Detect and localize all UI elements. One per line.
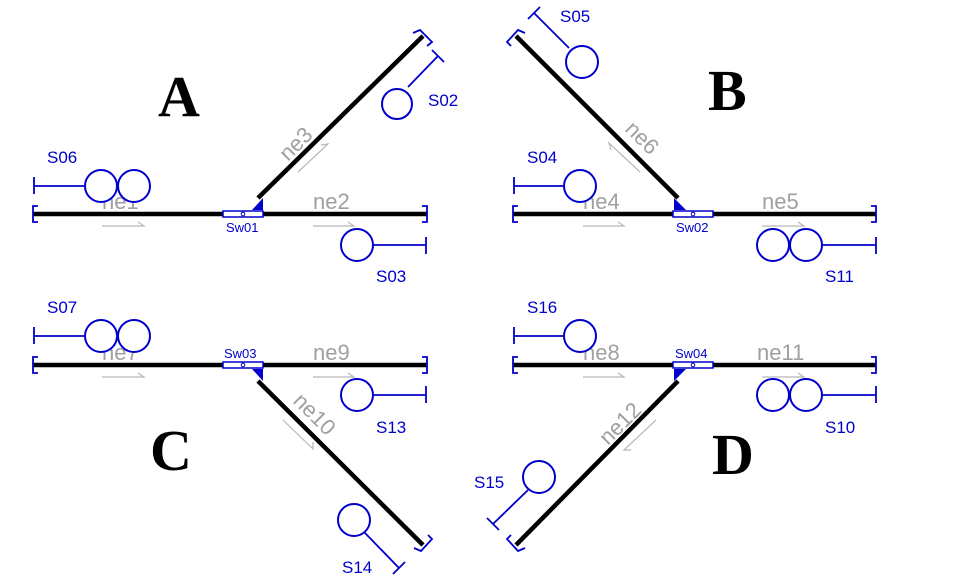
signal-s04[interactable]: S04 (513, 148, 597, 203)
track-end-bracket (422, 205, 428, 223)
track-label-ne2: ne2 (313, 189, 350, 214)
quadrant-letter-a: A (158, 64, 200, 129)
direction-arrow (102, 372, 146, 378)
switch-label: Sw02 (676, 220, 709, 235)
track-segment[interactable] (256, 379, 425, 547)
track-label-ne3: ne3 (274, 122, 318, 166)
signal-label: S06 (47, 148, 77, 167)
track-end-bracket (505, 534, 526, 553)
track-label-ne5: ne5 (762, 189, 799, 214)
track-end-bracket (505, 28, 526, 47)
direction-arrow (297, 143, 330, 173)
direction-arrow (762, 372, 806, 378)
quadrant-letter-d: D (712, 422, 754, 487)
track-segment[interactable] (256, 34, 425, 200)
quadrant-c: C Sw03 ne7 ne9 ne10 S07 (32, 298, 434, 575)
track-end-bracket (512, 205, 518, 223)
track-end-bracket (32, 205, 38, 223)
track-label-ne11: ne11 (757, 340, 804, 365)
switch-sw04[interactable]: Sw04 (672, 346, 714, 381)
signal-label: S14 (342, 558, 372, 575)
signal-label: S07 (47, 298, 77, 317)
quadrant-letter-b: B (708, 58, 747, 123)
quadrant-d: D Sw04 ne8 ne11 ne12 S16 (474, 298, 877, 553)
signal-s13[interactable]: S13 (340, 378, 427, 437)
switch-sw03[interactable]: Sw03 (222, 346, 264, 381)
signal-s11[interactable]: S11 (756, 228, 877, 286)
signal-label: S16 (527, 298, 557, 317)
signal-s10[interactable]: S10 (756, 378, 877, 437)
signal-label: S11 (825, 267, 854, 286)
direction-arrow (762, 221, 806, 227)
direction-arrow (607, 141, 641, 173)
switch-sw01[interactable]: Sw01 (222, 198, 264, 235)
signal-s05[interactable]: S05 (527, 6, 599, 79)
direction-arrow (102, 221, 146, 227)
switch-label: Sw03 (224, 346, 257, 361)
track-label-ne9: ne9 (313, 340, 350, 365)
signal-label: S15 (474, 473, 504, 492)
quadrant-a: A Sw01 ne1 ne2 ne3 S06 (32, 28, 458, 286)
signal-label: S04 (527, 148, 557, 167)
signal-s03[interactable]: S03 (340, 228, 427, 286)
quadrant-letter-c: C (150, 418, 192, 483)
track-end-bracket (413, 534, 434, 553)
signal-s07[interactable]: S07 (33, 298, 151, 353)
track-end-bracket (32, 356, 38, 374)
track-segment[interactable] (514, 379, 680, 547)
direction-arrow (583, 372, 626, 378)
switch-label: Sw04 (675, 346, 708, 361)
signal-s14[interactable]: S14 (337, 503, 406, 575)
signal-label: S13 (376, 418, 406, 437)
signal-label: S10 (825, 418, 855, 437)
track-label-ne6: ne6 (620, 116, 664, 160)
direction-arrow (583, 221, 626, 227)
quadrant-b: B Sw02 ne4 ne5 ne6 S05 (505, 6, 877, 286)
signal-s02[interactable]: S02 (381, 49, 458, 120)
signal-label: S05 (560, 7, 590, 26)
track-segment[interactable] (514, 34, 680, 200)
track-end-bracket (422, 356, 428, 374)
signal-s06[interactable]: S06 (33, 148, 151, 203)
track-end-bracket (871, 205, 877, 223)
signal-s15[interactable]: S15 (474, 460, 556, 531)
switch-label: Sw01 (226, 220, 259, 235)
switch-sw02[interactable]: Sw02 (672, 198, 714, 235)
signal-label: S03 (376, 267, 406, 286)
signal-s16[interactable]: S16 (513, 298, 597, 353)
direction-arrow (622, 419, 657, 451)
direction-arrow (313, 221, 356, 227)
signal-label: S02 (428, 91, 458, 110)
direction-arrow (313, 372, 356, 378)
track-end-bracket (512, 356, 518, 374)
direction-arrow (282, 419, 314, 451)
track-end-bracket (871, 356, 877, 374)
track-end-bracket (412, 28, 434, 47)
